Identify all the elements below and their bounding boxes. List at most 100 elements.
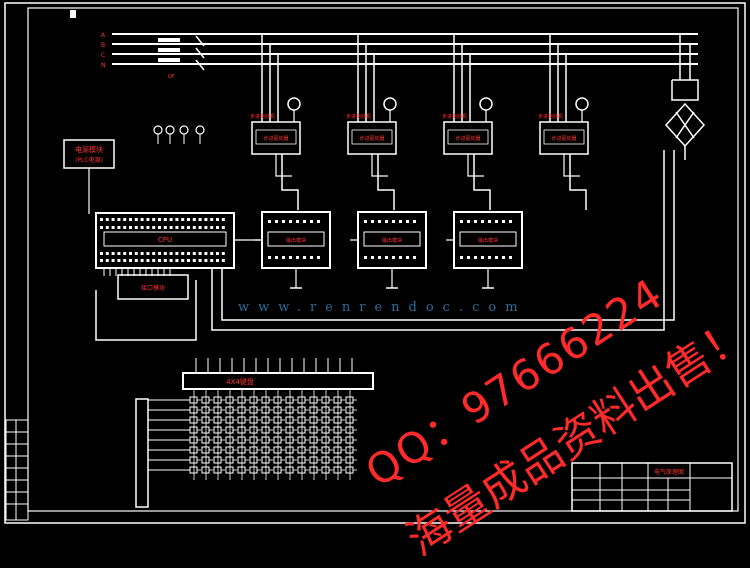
plc-pin [204,252,208,255]
output-module-label: 输出模块 [382,237,402,244]
plc-pin [129,252,132,255]
plc-pin [100,252,103,255]
keypad-key [201,426,210,434]
keypad-key [273,396,282,404]
keypad-key [237,416,246,424]
plc-pin [111,252,115,255]
keypad-key [321,396,330,404]
power-module-sublabel: (PLC电源) [75,156,103,164]
stepper-driver-inner [447,129,489,145]
plc-pin [152,252,156,255]
plc-pin [123,218,127,221]
breaker-label: QF [168,74,175,80]
inner-border [27,7,739,512]
output-module-pin [371,220,374,223]
output-module-pin [289,220,292,223]
keypad-key [249,436,258,444]
motor-icon [575,97,589,111]
keypad-key [309,456,318,464]
plc-pin [181,226,185,229]
title-block-title: 电气原理图 [654,468,684,476]
bus-label: A [101,32,106,39]
keypad-key [225,406,234,414]
plc-pin [198,226,202,229]
output-module-pin [392,256,395,259]
plc-pin [100,259,103,262]
interface-wires [95,280,197,341]
plc-cpu-label: CPU [158,236,172,244]
plc-pin [146,252,150,255]
keypad-key [273,466,282,474]
plc-pin [123,226,127,229]
keypad-key [189,436,198,444]
keypad-key [273,416,282,424]
plc-pin [216,259,219,262]
plc-pin [175,218,179,221]
motor-icon [479,97,493,111]
stepper-driver-label: 步进驱动器 [359,135,384,142]
keypad-key [225,396,234,404]
motor-heading-label: 步进电动机 [442,113,467,120]
plc-pin [134,226,138,229]
keypad-key [345,466,354,474]
output-module-pin [488,256,491,259]
plc-pin [146,218,150,221]
keypad-key [333,446,342,454]
keypad-key [189,396,198,404]
main-breaker [158,38,180,62]
output-module-pin [467,220,470,223]
keypad-key [285,416,294,424]
keypad-key [321,446,330,454]
plc-pin [158,252,161,255]
plc-pin [152,226,156,229]
keypad-key [237,466,246,474]
keypad-key [273,426,282,434]
keypad-key [285,396,294,404]
output-module-pin [385,256,388,259]
output-module-pin [474,220,477,223]
output-module-pin [275,220,278,223]
bus-label: C [101,52,105,59]
plc-pin [175,252,179,255]
output-module-pin [364,256,367,259]
power-bus [112,33,698,65]
plc-pin [146,259,150,262]
plc-pin [100,218,103,221]
output-module-pin [481,256,484,259]
keypad-key [213,426,222,434]
plc-pin [105,218,109,221]
plc-pin [140,226,144,229]
plc-pin [192,226,196,229]
keypad-key [213,396,222,404]
plc-pin [134,218,138,221]
stepper-driver-label: 步进驱动器 [263,135,288,142]
keypad-key [213,446,222,454]
keypad-key [297,446,306,454]
driver-wire [371,154,388,177]
keypad-key [345,426,354,434]
plc-pin [210,252,214,255]
keypad-key [201,436,210,444]
output-module-label: 输出模块 [286,237,306,244]
output-module-pin [502,256,505,259]
output-module-pin [296,256,299,259]
keypad-key [333,426,342,434]
bus-label: B [101,42,105,49]
plc-pin [123,252,127,255]
keypad-key [309,466,318,474]
plc-pin [169,226,173,229]
keypad-key [345,456,354,464]
keypad-key [321,426,330,434]
output-module-pin [310,256,313,259]
output-module-label: 输出模块 [478,237,498,244]
output-module-pin [364,220,367,223]
keypad-key [213,416,222,424]
bus-label: N [101,62,106,69]
driver-wire [473,154,491,210]
plc-pin [158,259,161,262]
keypad-key [309,406,318,414]
stepper-driver-label: 步进驱动器 [551,135,576,142]
keypad-key [297,416,306,424]
plc-pin [204,218,208,221]
